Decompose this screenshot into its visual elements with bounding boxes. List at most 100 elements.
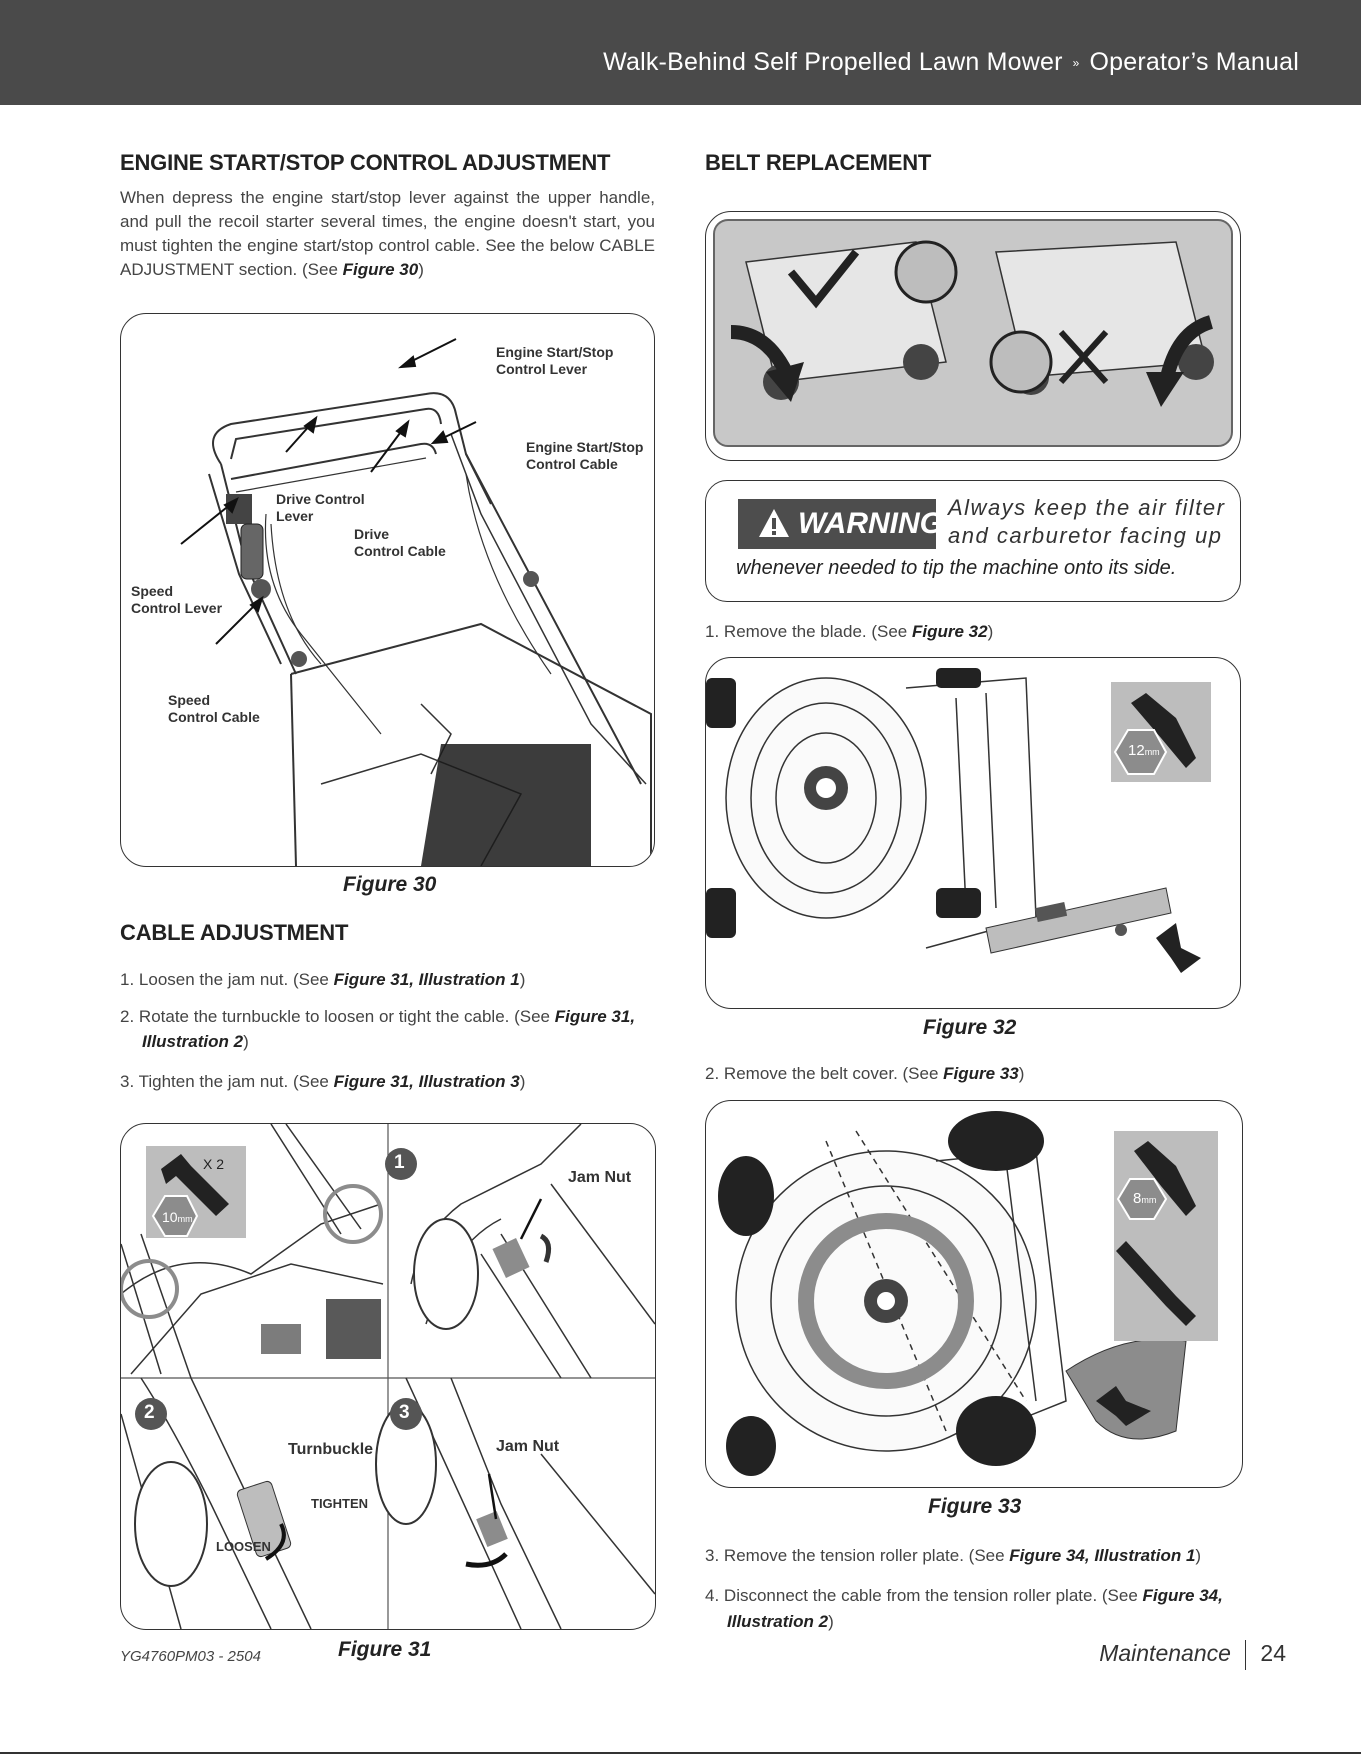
belt-step-2: 2. Remove the belt cover. (See Figure 33… (705, 1061, 1024, 1086)
cable-step-2-cont: Illustration 2) (142, 1029, 249, 1054)
header-title: Walk-Behind Self Propelled Lawn Mower»Op… (603, 48, 1299, 77)
figure-31-illustration (121, 1124, 655, 1629)
footer-page-info: Maintenance 24 (1099, 1640, 1286, 1670)
hex-8mm-icon (1116, 1178, 1168, 1220)
check-icon (787, 249, 860, 309)
badge-1-shape (385, 1148, 417, 1180)
cable-step-2-ref: Figure 31, (554, 1007, 636, 1026)
warning-triangle-icon (759, 509, 789, 537)
rotate-arrow-left-icon (730, 325, 793, 376)
belt-step-2-end: ) (1018, 1064, 1025, 1083)
belt-step-3-ref: Figure 34, Illustration 1 (1009, 1546, 1196, 1565)
badge-2-shape (135, 1398, 167, 1430)
tool-count-label: X 2 (203, 1156, 225, 1172)
cable-step-3-end: ) (519, 1072, 526, 1091)
remove-arrow-icon (1156, 923, 1201, 973)
belt-step-1-text: Remove the blade. (See (723, 622, 912, 641)
figure-32-illustration (706, 668, 1211, 973)
figure-31-caption: Figure 31 (338, 1638, 432, 1661)
engine-section-heading: ENGINE START/STOP CONTROL ADJUSTMENT (120, 150, 611, 175)
fig32-tool-size-unit: mm (1144, 747, 1160, 757)
warning-label-text: WARNING (798, 507, 943, 540)
callout-drive-cable-line2: Control Cable (354, 543, 446, 559)
belt-step-3-end: ) (1195, 1546, 1202, 1565)
cable-step-3: 3. Tighten the jam nut. (See Figure 31, … (120, 1069, 525, 1094)
cross-icon (1058, 329, 1109, 385)
engine-paragraph-ref: Figure 30 (342, 260, 419, 279)
cable-section-heading: CABLE ADJUSTMENT (120, 920, 349, 945)
footer-page-number: 24 (1260, 1640, 1286, 1667)
warning-line-1: Always keep the air filter (948, 495, 1226, 520)
fig31-tool-size-value: 10 (162, 1209, 178, 1225)
tighten-label: TIGHTEN (311, 1496, 369, 1511)
warning-line-3: whenever needed to tip the machine onto … (736, 557, 1177, 579)
cable-step-2-text: Rotate the turnbuckle to loosen or tight… (138, 1007, 555, 1026)
screwdriver-icon (1116, 1241, 1196, 1326)
bottom-rule (0, 1752, 1361, 1754)
belt-step-1-end: ) (987, 622, 994, 641)
engine-paragraph-text: When depress the engine start/stop lever… (120, 188, 655, 279)
figure-30-caption: Figure 30 (343, 873, 437, 896)
figure-33-box: 8mm (705, 1100, 1243, 1488)
warning-label: WARNING (738, 499, 943, 549)
belt-step-2-ref: Figure 33 (943, 1064, 1019, 1083)
callout-speed-lever-line2: Control Lever (131, 600, 223, 616)
callout-speed-cable-line2: Control Cable (168, 709, 260, 725)
fig33-tool-size: 8mm (1133, 1190, 1156, 1207)
footer-divider (1244, 1640, 1247, 1670)
figure-32-caption: Figure 32 (923, 1016, 1017, 1039)
belt-step-4-cont: Illustration 2) (727, 1609, 834, 1634)
highlight-circle-right (323, 1184, 383, 1244)
belt-step-4-end: ) (828, 1612, 834, 1631)
jam-nut-label-1: Jam Nut (568, 1169, 632, 1186)
belt-step-4-text: Disconnect the cable from the tension ro… (723, 1586, 1143, 1605)
belt-step-1: 1. Remove the blade. (See Figure 32) (705, 619, 993, 644)
badge-3: 3 (399, 1402, 410, 1423)
footer-section-name: Maintenance (1099, 1640, 1231, 1667)
wrench-icon (161, 1154, 229, 1216)
fig33-tool-size-unit: mm (1141, 1195, 1157, 1205)
cable-step-1-text: Loosen the jam nut. (See (138, 970, 334, 989)
header-title-manual: Operator’s Manual (1089, 48, 1299, 76)
cable-step-2: 2. Rotate the turnbuckle to loosen or ti… (120, 1004, 635, 1029)
footer-doc-code: YG4760PM03 - 2504 (120, 1648, 261, 1665)
correct-circle (894, 240, 958, 304)
callout-engine-cable-line1: Engine Start/Stop (526, 439, 644, 455)
callout-drive-lever-line2: Lever (276, 508, 314, 524)
header-separator: » (1072, 56, 1080, 71)
fig33-tool-size-value: 8 (1133, 1190, 1142, 1207)
fig32-tool-size: 12mm (1128, 742, 1160, 759)
belt-step-4: 4. Disconnect the cable from the tension… (705, 1583, 1223, 1608)
warning-box: WARNING Always keep the air filter and c… (705, 480, 1241, 602)
badge-1: 1 (394, 1152, 405, 1173)
callout-speed-cable-line1: Speed (168, 692, 211, 708)
cable-step-1-num: 1. (120, 970, 135, 989)
belt-step-3-num: 3. (705, 1546, 720, 1565)
belt-step-4-num: 4. (705, 1586, 720, 1605)
cable-step-1: 1. Loosen the jam nut. (See Figure 31, I… (120, 967, 525, 992)
left-column: ENGINE START/STOP CONTROL ADJUSTMENT Whe… (120, 150, 655, 282)
figure-33-caption: Figure 33 (928, 1495, 1022, 1518)
callout-drive-cable-line1: Drive (354, 526, 390, 542)
badge-2: 2 (144, 1402, 155, 1423)
cable-step-2-ref2: Illustration 2 (142, 1032, 244, 1051)
wrong-circle (989, 330, 1053, 394)
belt-step-2-text: Remove the belt cover. (See (723, 1064, 944, 1083)
belt-section-heading: BELT REPLACEMENT (705, 150, 932, 175)
cable-step-2-end: ) (243, 1032, 249, 1051)
engine-paragraph-end: ) (418, 260, 424, 279)
callout-engine-lever-line1: Engine Start/Stop (496, 344, 614, 360)
cable-step-1-end: ) (519, 970, 526, 989)
badge-3-shape (390, 1398, 422, 1430)
remove-cover-arrow-icon (1096, 1386, 1151, 1426)
figure-32-box: 12mm (705, 657, 1241, 1009)
turnbuckle-label: Turnbuckle (288, 1441, 374, 1458)
belt-step-3-text: Remove the tension roller plate. (See (723, 1546, 1010, 1565)
socket-wrench-icon (1131, 693, 1196, 768)
